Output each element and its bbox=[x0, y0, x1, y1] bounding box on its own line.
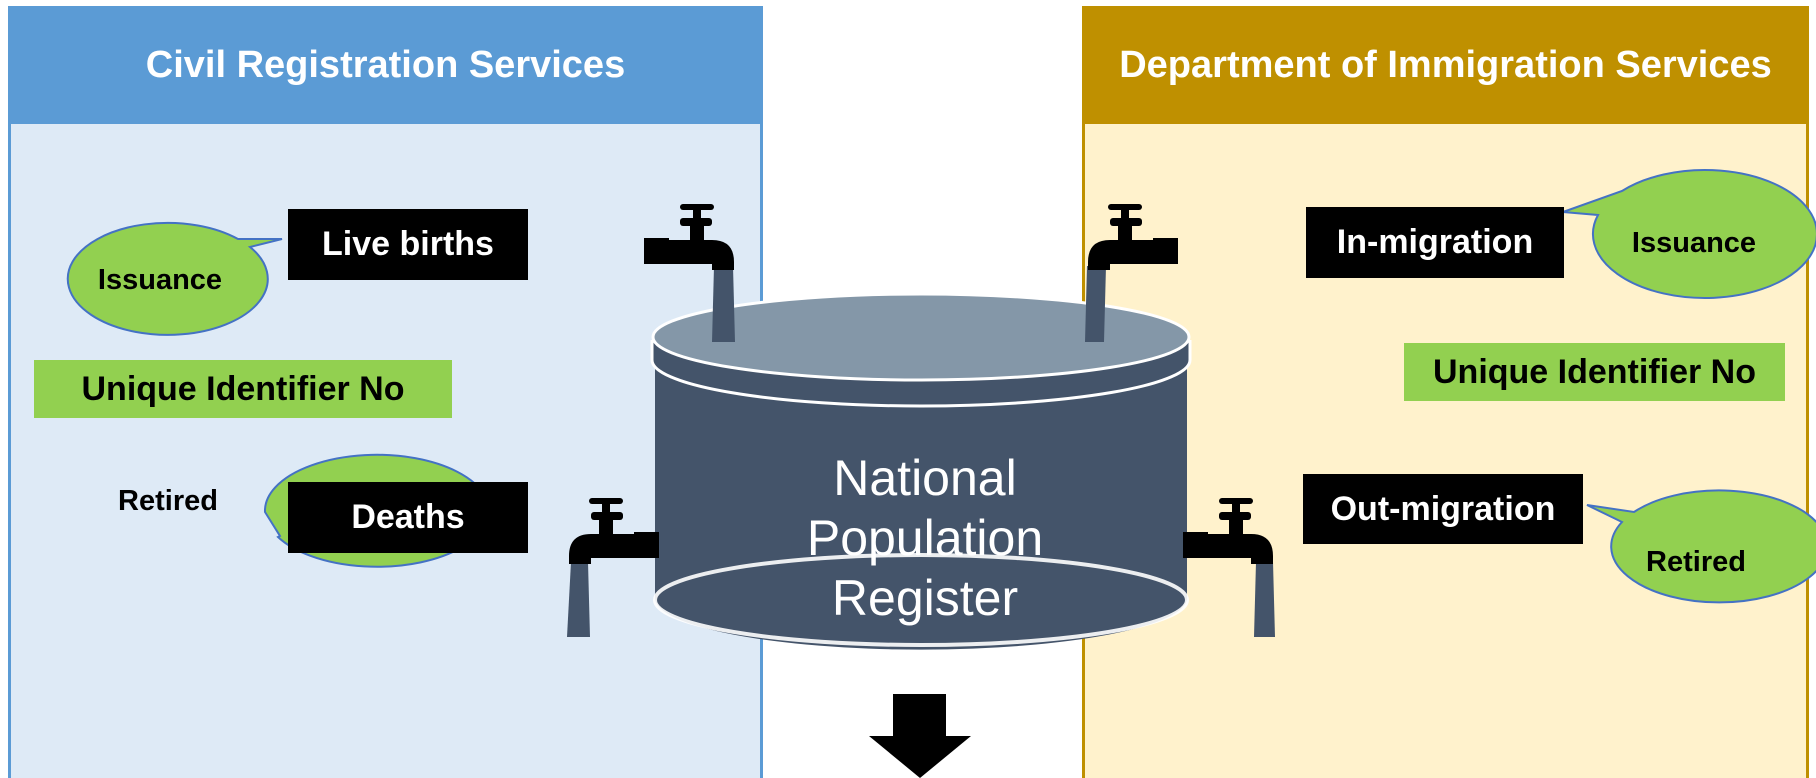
water-stream-top-right bbox=[1085, 266, 1106, 342]
retired-bubble-right bbox=[1586, 489, 1816, 604]
retired-text-right: Retired bbox=[1646, 545, 1746, 578]
register-label-line3: Register bbox=[831, 570, 1019, 626]
register-tank bbox=[650, 292, 1192, 650]
register-label-line2: Population bbox=[806, 510, 1044, 566]
live-births-label: Live births bbox=[288, 209, 528, 280]
civil-registration-header: Civil Registration Services bbox=[8, 6, 763, 124]
tap-icon bbox=[1183, 498, 1273, 564]
out-migration-label: Out-migration bbox=[1303, 474, 1583, 544]
retired-text-left: Retired bbox=[118, 484, 218, 517]
water-stream-bottom-right bbox=[1254, 562, 1275, 637]
issuance-text-left: Issuance bbox=[97, 263, 223, 296]
water-stream-bottom-left bbox=[567, 562, 590, 637]
tap-icon bbox=[1088, 204, 1178, 270]
register-label-line1: National bbox=[833, 450, 1017, 506]
issuance-text-right: Issuance bbox=[1631, 226, 1757, 259]
unique-identifier-label-left: Unique Identifier No bbox=[34, 360, 452, 418]
down-arrow-icon bbox=[869, 694, 971, 778]
water-stream-top-left bbox=[712, 266, 735, 342]
national-population-register-label: National Population Register bbox=[690, 448, 1160, 628]
tap-icon bbox=[569, 498, 659, 564]
issuance-bubble-left bbox=[66, 221, 283, 336]
in-migration-label: In-migration bbox=[1306, 207, 1564, 278]
issuance-bubble-right bbox=[1562, 169, 1816, 300]
immigration-services-header: Department of Immigration Services bbox=[1082, 6, 1809, 124]
deaths-label: Deaths bbox=[288, 482, 528, 553]
tap-icon bbox=[644, 204, 734, 270]
unique-identifier-label-right: Unique Identifier No bbox=[1404, 343, 1785, 401]
